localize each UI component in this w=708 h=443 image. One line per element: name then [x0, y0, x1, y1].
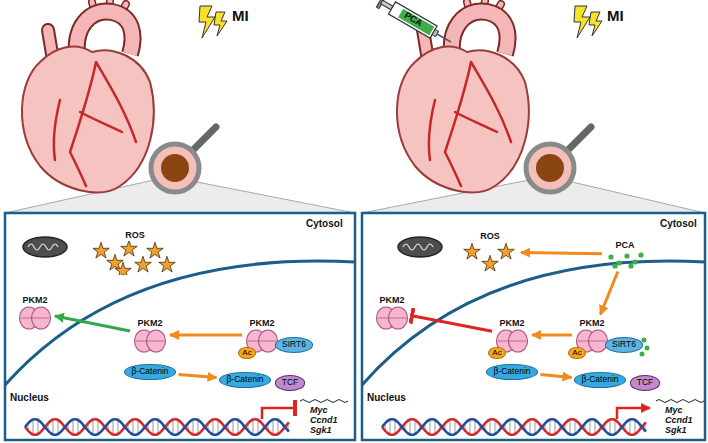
ros-cluster: ROS — [93, 230, 177, 275]
node-label: β-Catenin — [131, 367, 168, 376]
ros-stars — [93, 241, 177, 275]
inhibition-line — [262, 408, 295, 419]
ros-stars — [462, 242, 518, 274]
beta-catenin-protein: β-Catenin — [486, 364, 537, 379]
node-label: Ac — [492, 349, 501, 358]
sirt6-protein: SIRT6 — [605, 337, 643, 352]
node-label: TCF — [637, 378, 654, 387]
pca-dots — [605, 251, 645, 269]
sirt6-protein: SIRT6 — [275, 337, 313, 352]
beta-catenin-protein: β-Catenin — [124, 364, 175, 379]
node-label: ROS — [480, 231, 500, 242]
inhibition-arrow — [412, 316, 492, 331]
cell-panel — [5, 213, 355, 440]
node-label: PKM2 — [579, 318, 604, 329]
heart-illustration — [22, 1, 227, 192]
gene-name: Ccnd1 — [310, 415, 338, 425]
pkm2-tetramer: PKM2 — [375, 295, 409, 330]
beta-catenin-protein: β-Catenin — [219, 372, 270, 387]
compartment-label: Cytosol — [660, 218, 697, 229]
node-label: Ac — [242, 349, 251, 358]
activation-arrow — [541, 375, 572, 378]
pca-molecules: PCA — [605, 240, 645, 269]
node-label: SIRT6 — [282, 340, 306, 349]
node-label: PCA — [615, 240, 634, 251]
activation-arrow — [170, 334, 242, 337]
mi-label: MI — [232, 8, 249, 25]
mi-label: MI — [607, 8, 624, 25]
syringe-symbol — [376, 0, 454, 48]
node-label: β-Catenin — [581, 375, 618, 384]
mitochondrion — [23, 237, 442, 257]
tcf-protein: TCF — [275, 375, 306, 390]
node-label: PKM2 — [379, 295, 404, 306]
pkm2-tetramer: PKM2 — [18, 295, 52, 330]
gene-name: Myc — [310, 405, 328, 415]
pkm2-shape — [133, 329, 167, 353]
node-label: PKM2 — [249, 318, 274, 329]
acetyl-tag: Ac — [238, 347, 255, 360]
node-label: PKM2 — [22, 295, 47, 306]
activation-arrow — [532, 334, 572, 337]
compartment-label: Nucleus — [367, 392, 406, 403]
gene-name: Myc — [665, 405, 683, 415]
beta-catenin-protein: β-Catenin — [574, 372, 625, 387]
activation-arrow — [179, 374, 217, 377]
heart-illustration — [397, 1, 602, 192]
node-label: SIRT6 — [612, 340, 636, 349]
cell-panel — [362, 213, 705, 440]
compartment-label: Cytosol — [306, 218, 343, 229]
node-label: PKM2 — [137, 318, 162, 329]
activation-arrow — [55, 316, 130, 331]
activation-line — [617, 408, 650, 419]
node-label: β-Catenin — [493, 367, 530, 376]
node-label: PKM2 — [499, 318, 524, 329]
nuclear-envelope — [5, 261, 355, 385]
gene-name: Sgk1 — [310, 425, 332, 435]
tcf-protein: TCF — [630, 375, 661, 390]
gene-name: Ccnd1 — [665, 415, 693, 425]
mrna-strand — [300, 400, 348, 403]
pkm2-shape — [18, 306, 52, 330]
gene-name: Sgk1 — [665, 425, 687, 435]
acetyl-tag: Ac — [488, 347, 505, 360]
acetyl-tag: Ac — [568, 347, 585, 360]
pkm2-shape — [375, 306, 409, 330]
node-label: ROS — [125, 230, 145, 241]
node-label: Ac — [572, 349, 581, 358]
node-label: TCF — [282, 378, 299, 387]
nuclear-envelope — [362, 261, 705, 385]
activation-arrow — [600, 272, 618, 315]
mrna-strand — [656, 400, 704, 403]
ros-cluster: ROS — [462, 231, 518, 274]
compartment-label: Nucleus — [10, 392, 49, 403]
activation-arrow — [521, 252, 602, 253]
pkm2-tetramer: PKM2 — [133, 318, 167, 353]
node-label: β-Catenin — [226, 375, 263, 384]
